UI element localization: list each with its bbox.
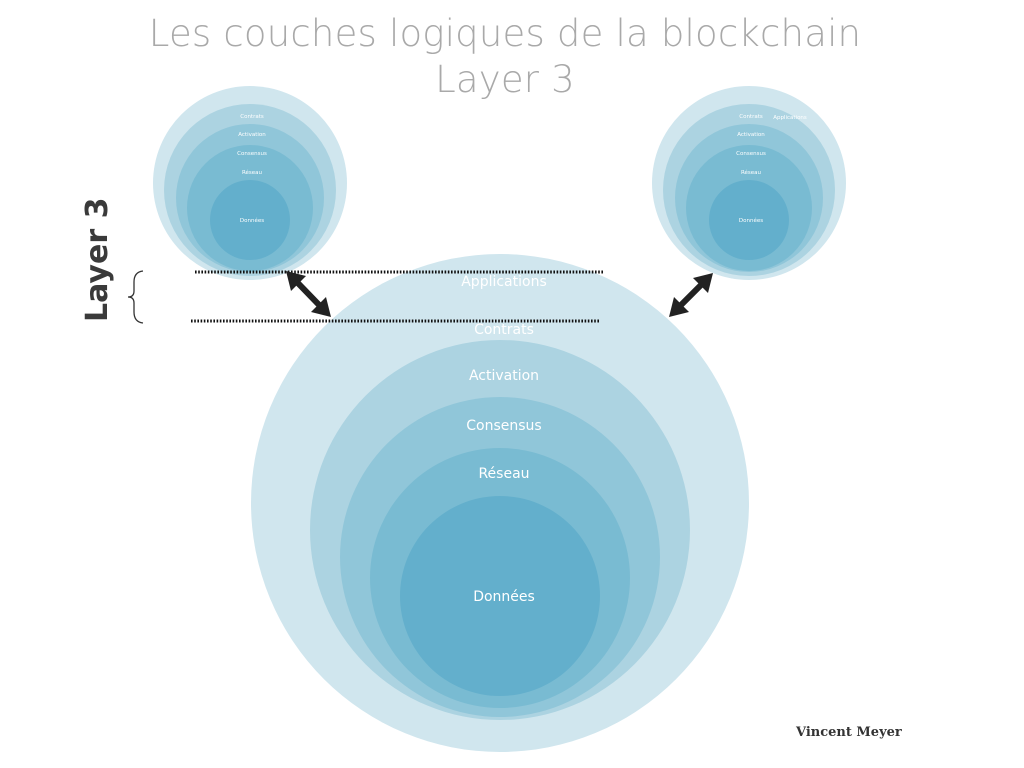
double-arrow-right — [669, 273, 713, 317]
ring-core — [210, 180, 290, 260]
layer-label: Consensus — [466, 418, 541, 434]
layer-3-side-label: Layer 3 — [80, 197, 115, 322]
layer-label: Consensus — [736, 151, 766, 157]
small-circle-left: Contrats Activation Consensus Réseau Don… — [153, 86, 347, 280]
diagram-title: Les couches logiques de la blockchain — [148, 12, 862, 55]
layer-label: Applications — [773, 115, 807, 121]
big-circle: Applications Contrats Activation Consens… — [251, 254, 749, 752]
ring-core — [400, 496, 600, 696]
double-arrow-left — [286, 271, 331, 317]
layer-label: Réseau — [478, 466, 529, 482]
layer-label: Activation — [737, 132, 765, 138]
layer-label: Données — [739, 217, 763, 224]
layer-label: Applications — [461, 274, 547, 290]
layer-label: Données — [240, 217, 264, 224]
small-circle-right: Contrats Applications Activation Consens… — [652, 86, 846, 280]
layer-label: Contrats — [240, 114, 264, 120]
layer-label: Contrats — [739, 114, 763, 120]
diagram-subtitle: Layer 3 — [435, 58, 575, 101]
layer-label: Données — [473, 589, 535, 605]
layer-label: Réseau — [242, 169, 262, 176]
author-credit: Vincent Meyer — [796, 725, 902, 740]
layer-label: Réseau — [741, 169, 761, 176]
layer-label: Activation — [469, 368, 539, 384]
layer-label: Activation — [238, 132, 266, 138]
layer-label: Contrats — [474, 322, 534, 338]
ring-core — [709, 180, 789, 260]
curly-brace-icon — [127, 270, 144, 324]
layer-label: Consensus — [237, 151, 267, 157]
